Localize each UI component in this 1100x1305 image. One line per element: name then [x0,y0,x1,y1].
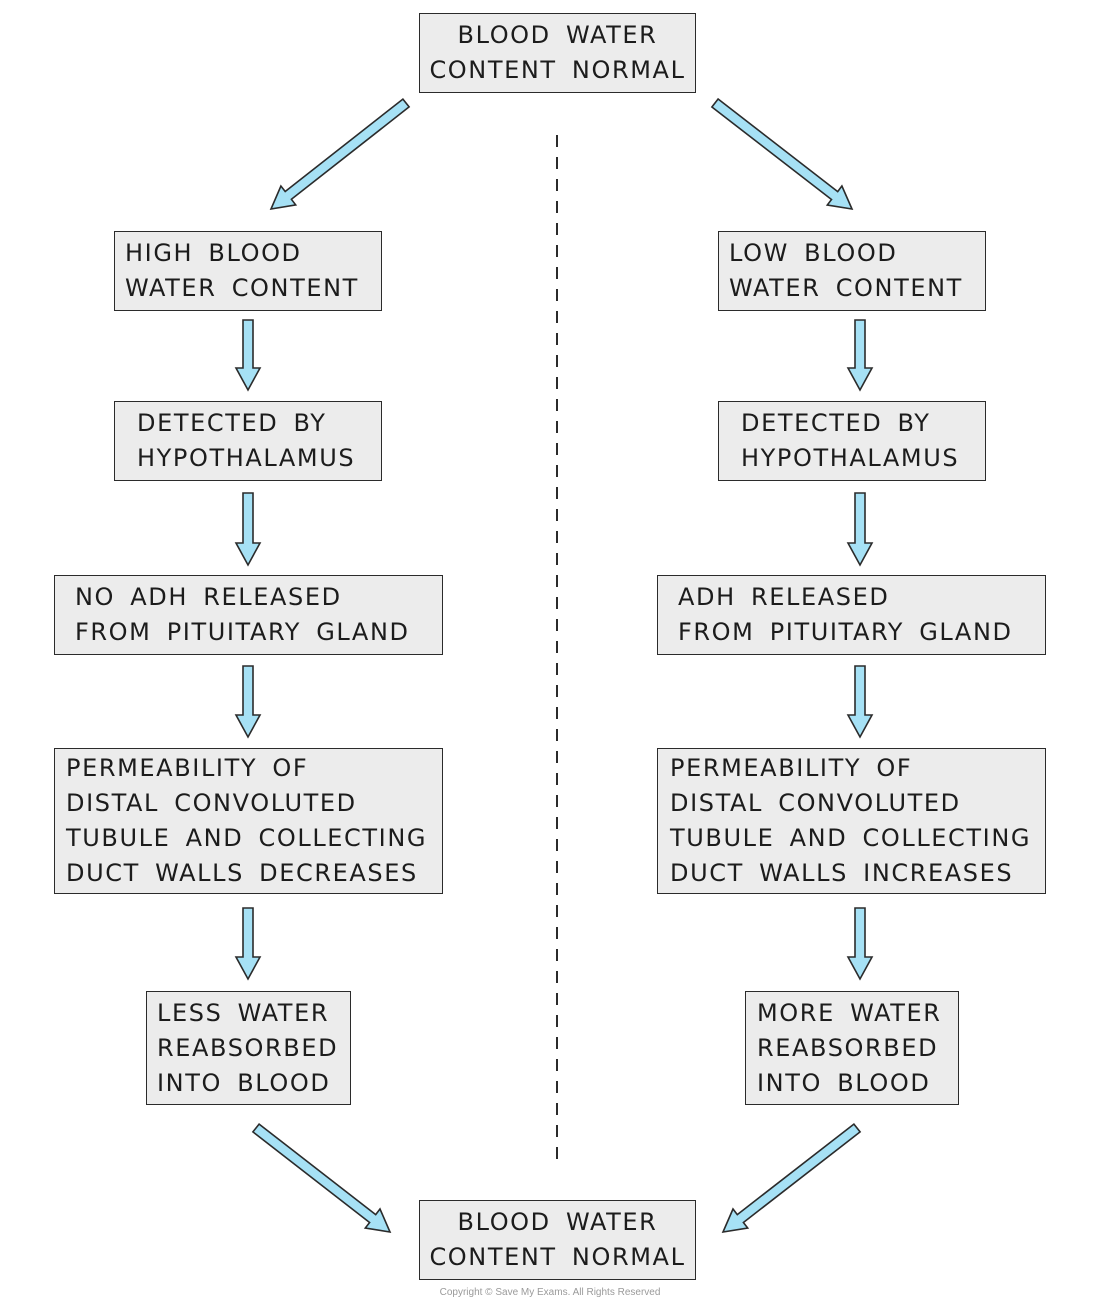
arrow-less-water-to-bottom [251,1122,392,1234]
left-detected-line-2: HYPOTHALAMUS [137,444,356,472]
less-water-line-1: LESS WATER [157,998,330,1027]
high-box-line-2: WATER CONTENT [125,274,359,302]
adh-released-box: ADH RELEASED FROM PITUITARY GLAND [657,575,1046,655]
perm-dec-line-1: PERMEABILITY OF [66,754,309,782]
low-box-line-2: WATER CONTENT [729,274,963,302]
less-water-line-2: REABSORBED [157,1033,339,1062]
arrow-adh-to-permeability-increases [846,665,874,739]
no-adh-released-box: NO ADH RELEASED FROM PITUITARY GLAND [54,575,443,655]
arrow-more-water-to-bottom [721,1122,862,1234]
right-detected-by-hypothalamus-box: DETECTED BY HYPOTHALAMUS [718,401,986,481]
left-detected-by-hypothalamus-box: DETECTED BY HYPOTHALAMUS [114,401,382,481]
arrow-permeability-increases-to-more-water [846,907,874,981]
top-blood-water-normal-box: BLOOD WATER CONTENT NORMAL [419,13,696,93]
perm-inc-line-3: TUBULE AND COLLECTING [670,824,1032,852]
adh-line-2: FROM PITUITARY GLAND [678,618,1013,646]
perm-inc-line-2: DISTAL CONVOLUTED [670,789,961,817]
no-adh-line-2: FROM PITUITARY GLAND [75,618,410,646]
permeability-decreases-box: PERMEABILITY OF DISTAL CONVOLUTED TUBULE… [54,748,443,894]
bottom-box-line-1: BLOOD WATER [457,1208,658,1236]
top-box-line-2: CONTENT NORMAL [429,56,686,84]
high-box-line-1: HIGH BLOOD [125,239,302,267]
arrow-permeability-decreases-to-less-water [234,907,262,981]
bottom-blood-water-normal-box: BLOOD WATER CONTENT NORMAL [419,1200,696,1280]
perm-dec-line-3: TUBULE AND COLLECTING [66,824,428,852]
arrow-right-detected-to-adh [846,492,874,567]
perm-inc-line-4: DUCT WALLS INCREASES [670,859,1014,887]
top-box-line-1: BLOOD WATER [457,21,658,49]
high-blood-water-box: HIGH BLOOD WATER CONTENT [114,231,382,311]
low-blood-water-box: LOW BLOOD WATER CONTENT [718,231,986,311]
perm-dec-line-4: DUCT WALLS DECREASES [66,859,418,887]
arrow-left-detected-to-no-adh [234,492,262,567]
no-adh-line-1: NO ADH RELEASED [75,583,342,611]
less-water-reabsorbed-box: LESS WATER REABSORBED INTO BLOOD [146,991,351,1105]
perm-inc-line-1: PERMEABILITY OF [670,754,913,782]
right-detected-line-2: HYPOTHALAMUS [741,444,960,472]
permeability-increases-box: PERMEABILITY OF DISTAL CONVOLUTED TUBULE… [657,748,1046,894]
more-water-reabsorbed-box: MORE WATER REABSORBED INTO BLOOD [745,991,959,1105]
less-water-line-3: INTO BLOOD [157,1068,331,1097]
right-detected-line-1: DETECTED BY [741,409,931,437]
arrow-no-adh-to-permeability-decreases [234,665,262,739]
low-box-line-1: LOW BLOOD [729,239,898,267]
arrow-top-to-low [710,97,854,211]
more-water-line-3: INTO BLOOD [757,1068,931,1097]
bottom-box-line-2: CONTENT NORMAL [429,1243,686,1271]
copyright-notice: Copyright © Save My Exams. All Rights Re… [439,1287,661,1298]
arrow-top-to-high [269,97,411,211]
arrow-high-to-left-detected [234,319,262,392]
arrow-low-to-right-detected [846,319,874,392]
adh-line-1: ADH RELEASED [678,583,890,611]
more-water-line-1: MORE WATER [757,998,942,1027]
perm-dec-line-2: DISTAL CONVOLUTED [66,789,357,817]
left-detected-line-1: DETECTED BY [137,409,327,437]
more-water-line-2: REABSORBED [757,1033,939,1062]
